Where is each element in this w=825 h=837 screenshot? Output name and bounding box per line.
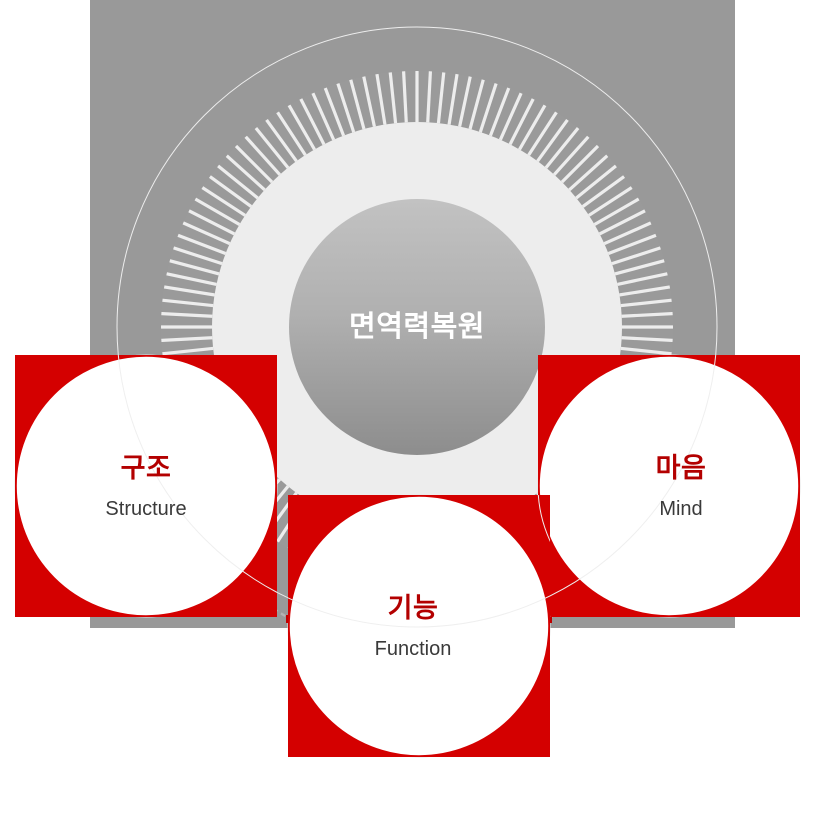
node-mind-circle (538, 355, 800, 617)
node-structure[interactable]: 구조 Structure (15, 27, 717, 757)
node-mind-subtitle: Mind (659, 498, 702, 520)
node-mind-title: 마음 (656, 453, 707, 483)
node-function[interactable]: 기능 Function (15, 27, 800, 757)
node-function-circle (288, 495, 550, 757)
node-structure-title: 구조 (121, 453, 172, 483)
node-function-title: 기능 (388, 593, 439, 623)
core-circle[interactable]: 면역력복원 (289, 199, 545, 455)
node-function-subtitle: Function (375, 638, 452, 660)
core-label: 면역력복원 (349, 310, 485, 343)
node-structure-subtitle: Structure (105, 498, 186, 520)
node-mind[interactable]: 마음 Mind (117, 27, 800, 757)
node-structure-circle (15, 355, 277, 617)
node-function-inner-arcs (288, 495, 550, 628)
